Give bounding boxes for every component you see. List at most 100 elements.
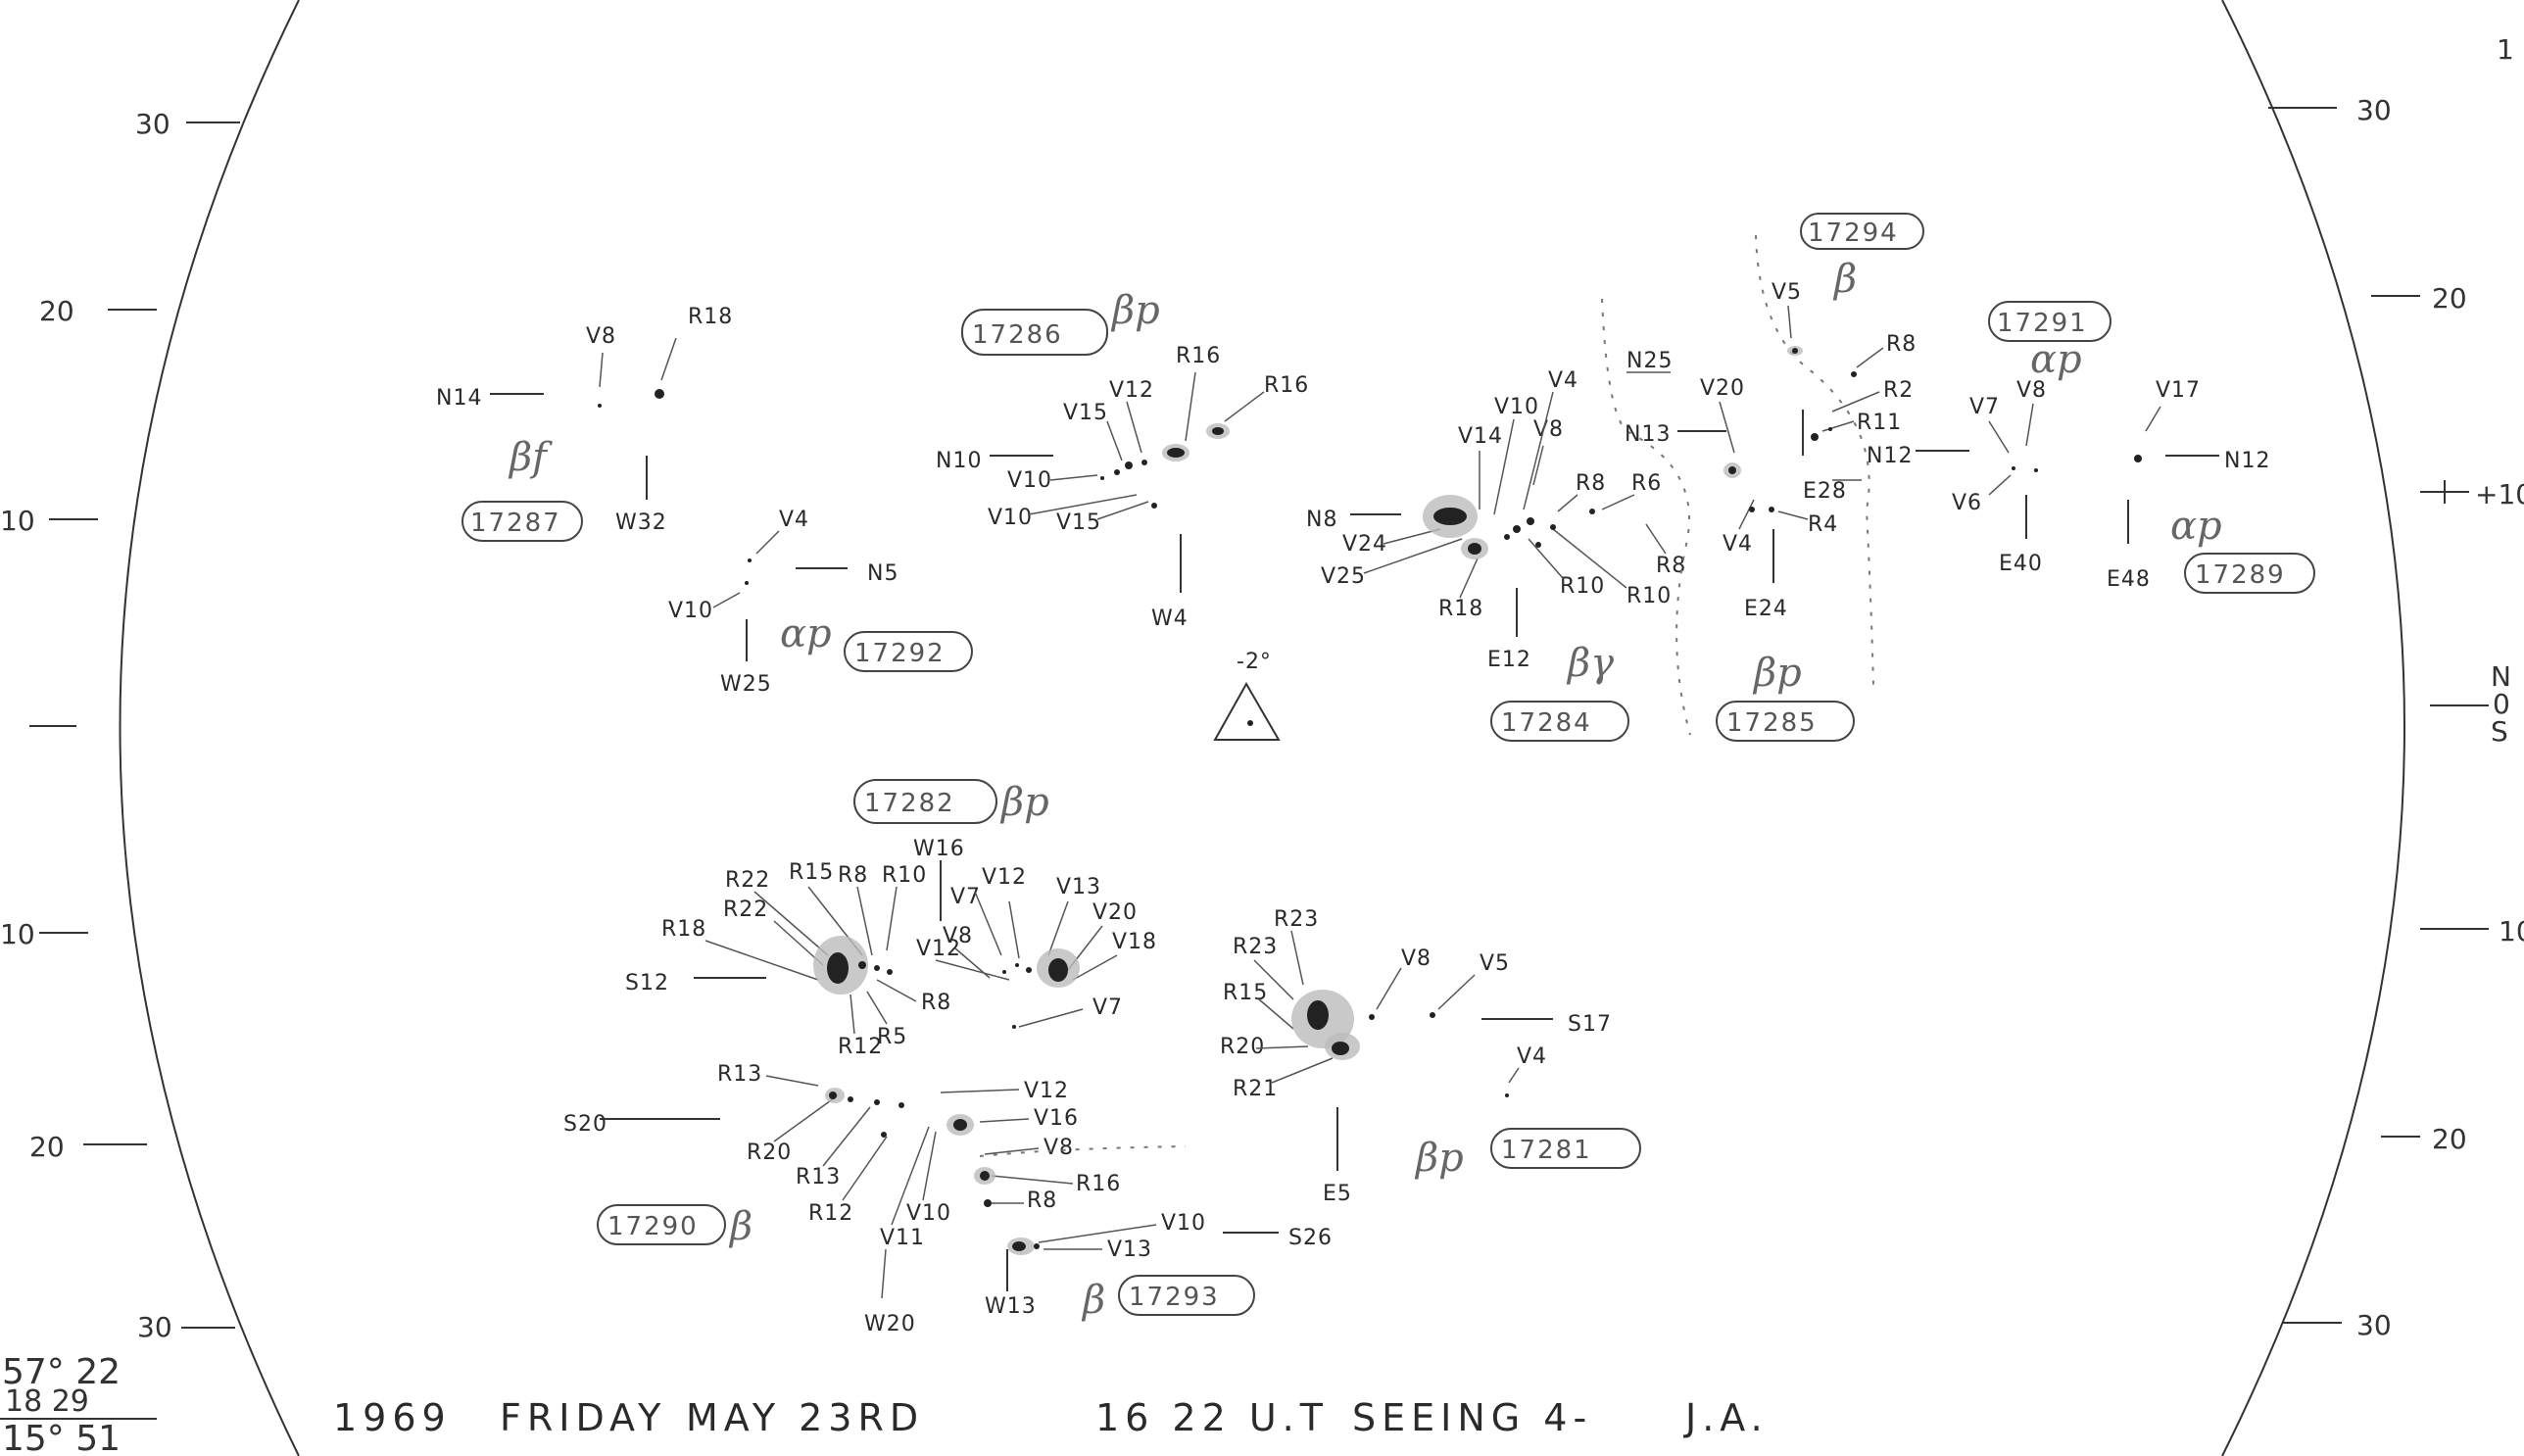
group-class: βγ: [1566, 641, 1614, 686]
solar-limb-left: [119, 0, 300, 1456]
tick-label: 10: [2499, 915, 2524, 947]
calc-line-3: 15° 51: [2, 1419, 121, 1456]
spot-label: V8: [1044, 1136, 1074, 1160]
spot-label: R20: [1220, 1035, 1265, 1059]
triangle-angle: -2°: [1237, 650, 1272, 674]
spot-label: V11: [880, 1226, 925, 1250]
group-number-box: [853, 779, 997, 824]
group-class: αp: [2030, 337, 2082, 382]
tick-label: +10: [2475, 478, 2524, 510]
spot-label: V5: [1480, 951, 1510, 976]
spot-label: V8: [943, 924, 973, 948]
spot-label: V12: [1024, 1079, 1069, 1103]
spot-label: R15: [789, 860, 834, 885]
spot-label: R20: [747, 1141, 792, 1165]
tick-label: 20: [2432, 1123, 2467, 1155]
group-class: β: [728, 1204, 752, 1249]
sunspot-group-17294: 17294 β V5 R8 R2 R11 E28: [1772, 213, 1924, 504]
group-number: 17285: [1726, 708, 1818, 738]
spot-label: V10: [1494, 395, 1539, 419]
group-number-box: [1716, 701, 1855, 742]
group-number: 17281: [1501, 1136, 1592, 1165]
tick-label: 30: [2356, 1309, 2392, 1341]
spot-label: R21: [1233, 1077, 1278, 1101]
spot-label: V20: [1092, 900, 1138, 925]
spot-label: V8: [586, 324, 616, 349]
calc-line-1: 57° 22: [2, 1352, 121, 1392]
footer-seeing: SEEING 4-: [1352, 1396, 1592, 1439]
group-number: 17282: [864, 789, 955, 818]
spot-label: R6: [1631, 471, 1662, 496]
spot-label: S26: [1288, 1226, 1333, 1250]
sunspot-group-17282: 17282 βp W16 R22 R15 R8 R10 V12 V7 V13 R…: [625, 779, 1156, 1059]
spot-label: R8: [1576, 471, 1606, 496]
spot-label: N14: [436, 386, 482, 411]
tick-label: 30: [135, 108, 170, 140]
spot-label: R16: [1176, 344, 1221, 368]
spot-label: R12: [808, 1201, 853, 1226]
spot-label: R8: [1027, 1189, 1057, 1213]
spot-label: R13: [796, 1165, 841, 1189]
spot-label: R16: [1076, 1172, 1121, 1196]
spot-label: R10: [1560, 574, 1605, 599]
spot-label: V10: [988, 506, 1033, 530]
spot-label: R23: [1274, 907, 1319, 932]
angle-calculation: 57° 22 18 29 15° 51: [0, 1352, 157, 1456]
sunspot-group-17290: R13 V12 S20 V16 R20 V8 R13 R16 R12 V10 R…: [563, 1062, 1187, 1336]
spot-label: R8: [921, 991, 951, 1015]
group-number: 17289: [2195, 560, 2286, 590]
spot-label: N13: [1625, 422, 1671, 447]
spot-label: W20: [864, 1312, 916, 1336]
tick-label: N: [2491, 660, 2511, 693]
spot-label: R5: [877, 1025, 907, 1049]
spot-label: R16: [1264, 373, 1309, 398]
tick-label: S: [2491, 715, 2508, 748]
tick-label: 1: [2497, 33, 2514, 66]
footer-observer: J.A.: [1683, 1396, 1769, 1439]
group-number-box: [1800, 213, 1924, 250]
spot-label: S20: [563, 1112, 607, 1137]
spot-label: V4: [779, 508, 809, 532]
sunspot-group-17287: 17287 βf N14 V8 R18 W32: [436, 305, 732, 542]
spot-label: W32: [615, 510, 667, 535]
group-class: β: [1832, 257, 1857, 302]
spot-label: V7: [1092, 995, 1123, 1020]
spot-label: N12: [1867, 444, 1913, 468]
orientation-triangle: -2°: [1213, 650, 1281, 741]
spot-label: V14: [1458, 424, 1503, 449]
spot-label: V13: [1107, 1238, 1152, 1262]
group-class: βp: [1414, 1136, 1464, 1181]
group-number: 17292: [854, 639, 946, 668]
spot-label: V12: [916, 937, 961, 961]
tick-label: 10: [0, 505, 35, 537]
spot-label: R13: [717, 1062, 762, 1087]
left-latitude-scale: 30 20 10 10 20 30: [0, 108, 240, 1343]
spot-label: V20: [1700, 376, 1745, 401]
spot-label: R15: [1223, 981, 1268, 1005]
spot-label: R2: [1883, 378, 1914, 403]
spot-label: V7: [950, 885, 981, 909]
spot-label: V12: [982, 865, 1027, 890]
group-number-box: [1490, 701, 1629, 742]
spot-label: V8: [2016, 378, 2047, 403]
spot-label: N25: [1626, 349, 1673, 373]
group-number: 17287: [470, 509, 561, 538]
group-number-box: [1118, 1275, 1255, 1316]
sunspot-group-17286: 17286 βp V15 V12 R16 R16 N10 V10 V10 V15…: [936, 288, 1309, 631]
spot-label: V8: [1401, 946, 1432, 971]
group-class: βf: [508, 435, 553, 480]
group-number: 17294: [1808, 218, 1899, 248]
spot-label: E24: [1744, 597, 1788, 621]
tick-label: 10: [0, 918, 35, 950]
tick-label: 30: [2356, 94, 2392, 126]
spot-label: V25: [1321, 564, 1366, 589]
spot-label: V24: [1342, 532, 1387, 557]
group-number-box: [1988, 301, 2111, 342]
right-latitude-scale: 30 20 +10 N 0 S 10 20 30 1: [2268, 33, 2524, 1341]
observation-footer: 1969 FRIDAY MAY 23RD 16 22 U.T SEEING 4-…: [333, 1396, 1769, 1439]
sunspot-group-17293: V10 S26 V13 W13 β 17293: [985, 1211, 1333, 1323]
solar-limb-right: [2221, 0, 2405, 1456]
spot-label: V16: [1034, 1106, 1079, 1131]
spot-label: E12: [1487, 648, 1531, 672]
sunspot-group-17291: 17291 αp V7 V8 N12 V6 E40: [1867, 301, 2111, 576]
